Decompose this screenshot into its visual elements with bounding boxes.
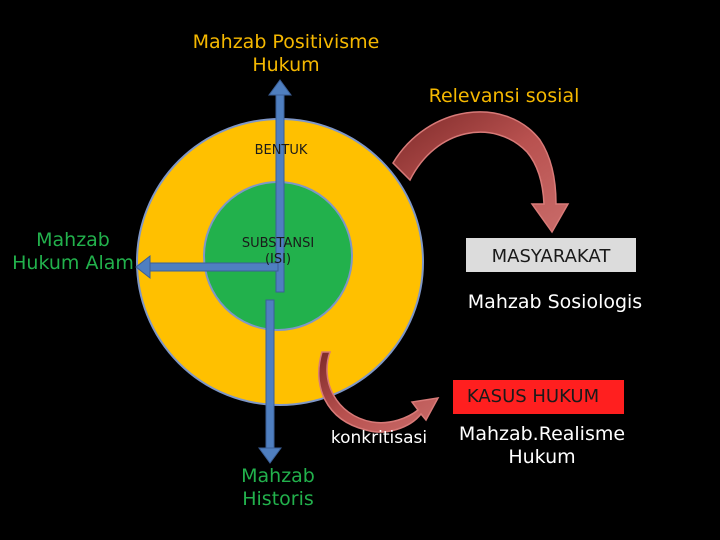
arrow-down-historis <box>258 299 282 464</box>
label-sosiologis: Mahzab Sosiologis <box>467 291 643 313</box>
curved-arrow-relevansi <box>392 111 570 234</box>
curved-arrow-konkritisasi <box>318 351 440 433</box>
masyarakat-box <box>466 238 636 272</box>
label-masyarakat: MASYARAKAT <box>491 246 611 267</box>
label-relevansi-sosial: Relevansi sosial <box>428 85 580 107</box>
label-kasus-hukum: KASUS HUKUM <box>466 386 600 407</box>
label-hukum-alam: Mahzab Hukum Alam <box>12 229 134 275</box>
arrow-left-hukum-alam <box>135 254 279 280</box>
label-konkritisasi: konkritisasi <box>330 428 428 448</box>
kasus-hukum-box <box>453 380 624 414</box>
label-bentuk: BENTUK <box>254 143 308 158</box>
label-positivisme: Mahzab Positivisme Hukum <box>192 31 380 77</box>
label-realisme: Mahzab.Realisme Hukum <box>458 423 626 469</box>
label-historis: Mahzab Historis <box>241 465 315 511</box>
arrow-up-positivisme <box>268 79 292 293</box>
label-substansi: SUBSTANSI (ISI) <box>241 236 315 267</box>
